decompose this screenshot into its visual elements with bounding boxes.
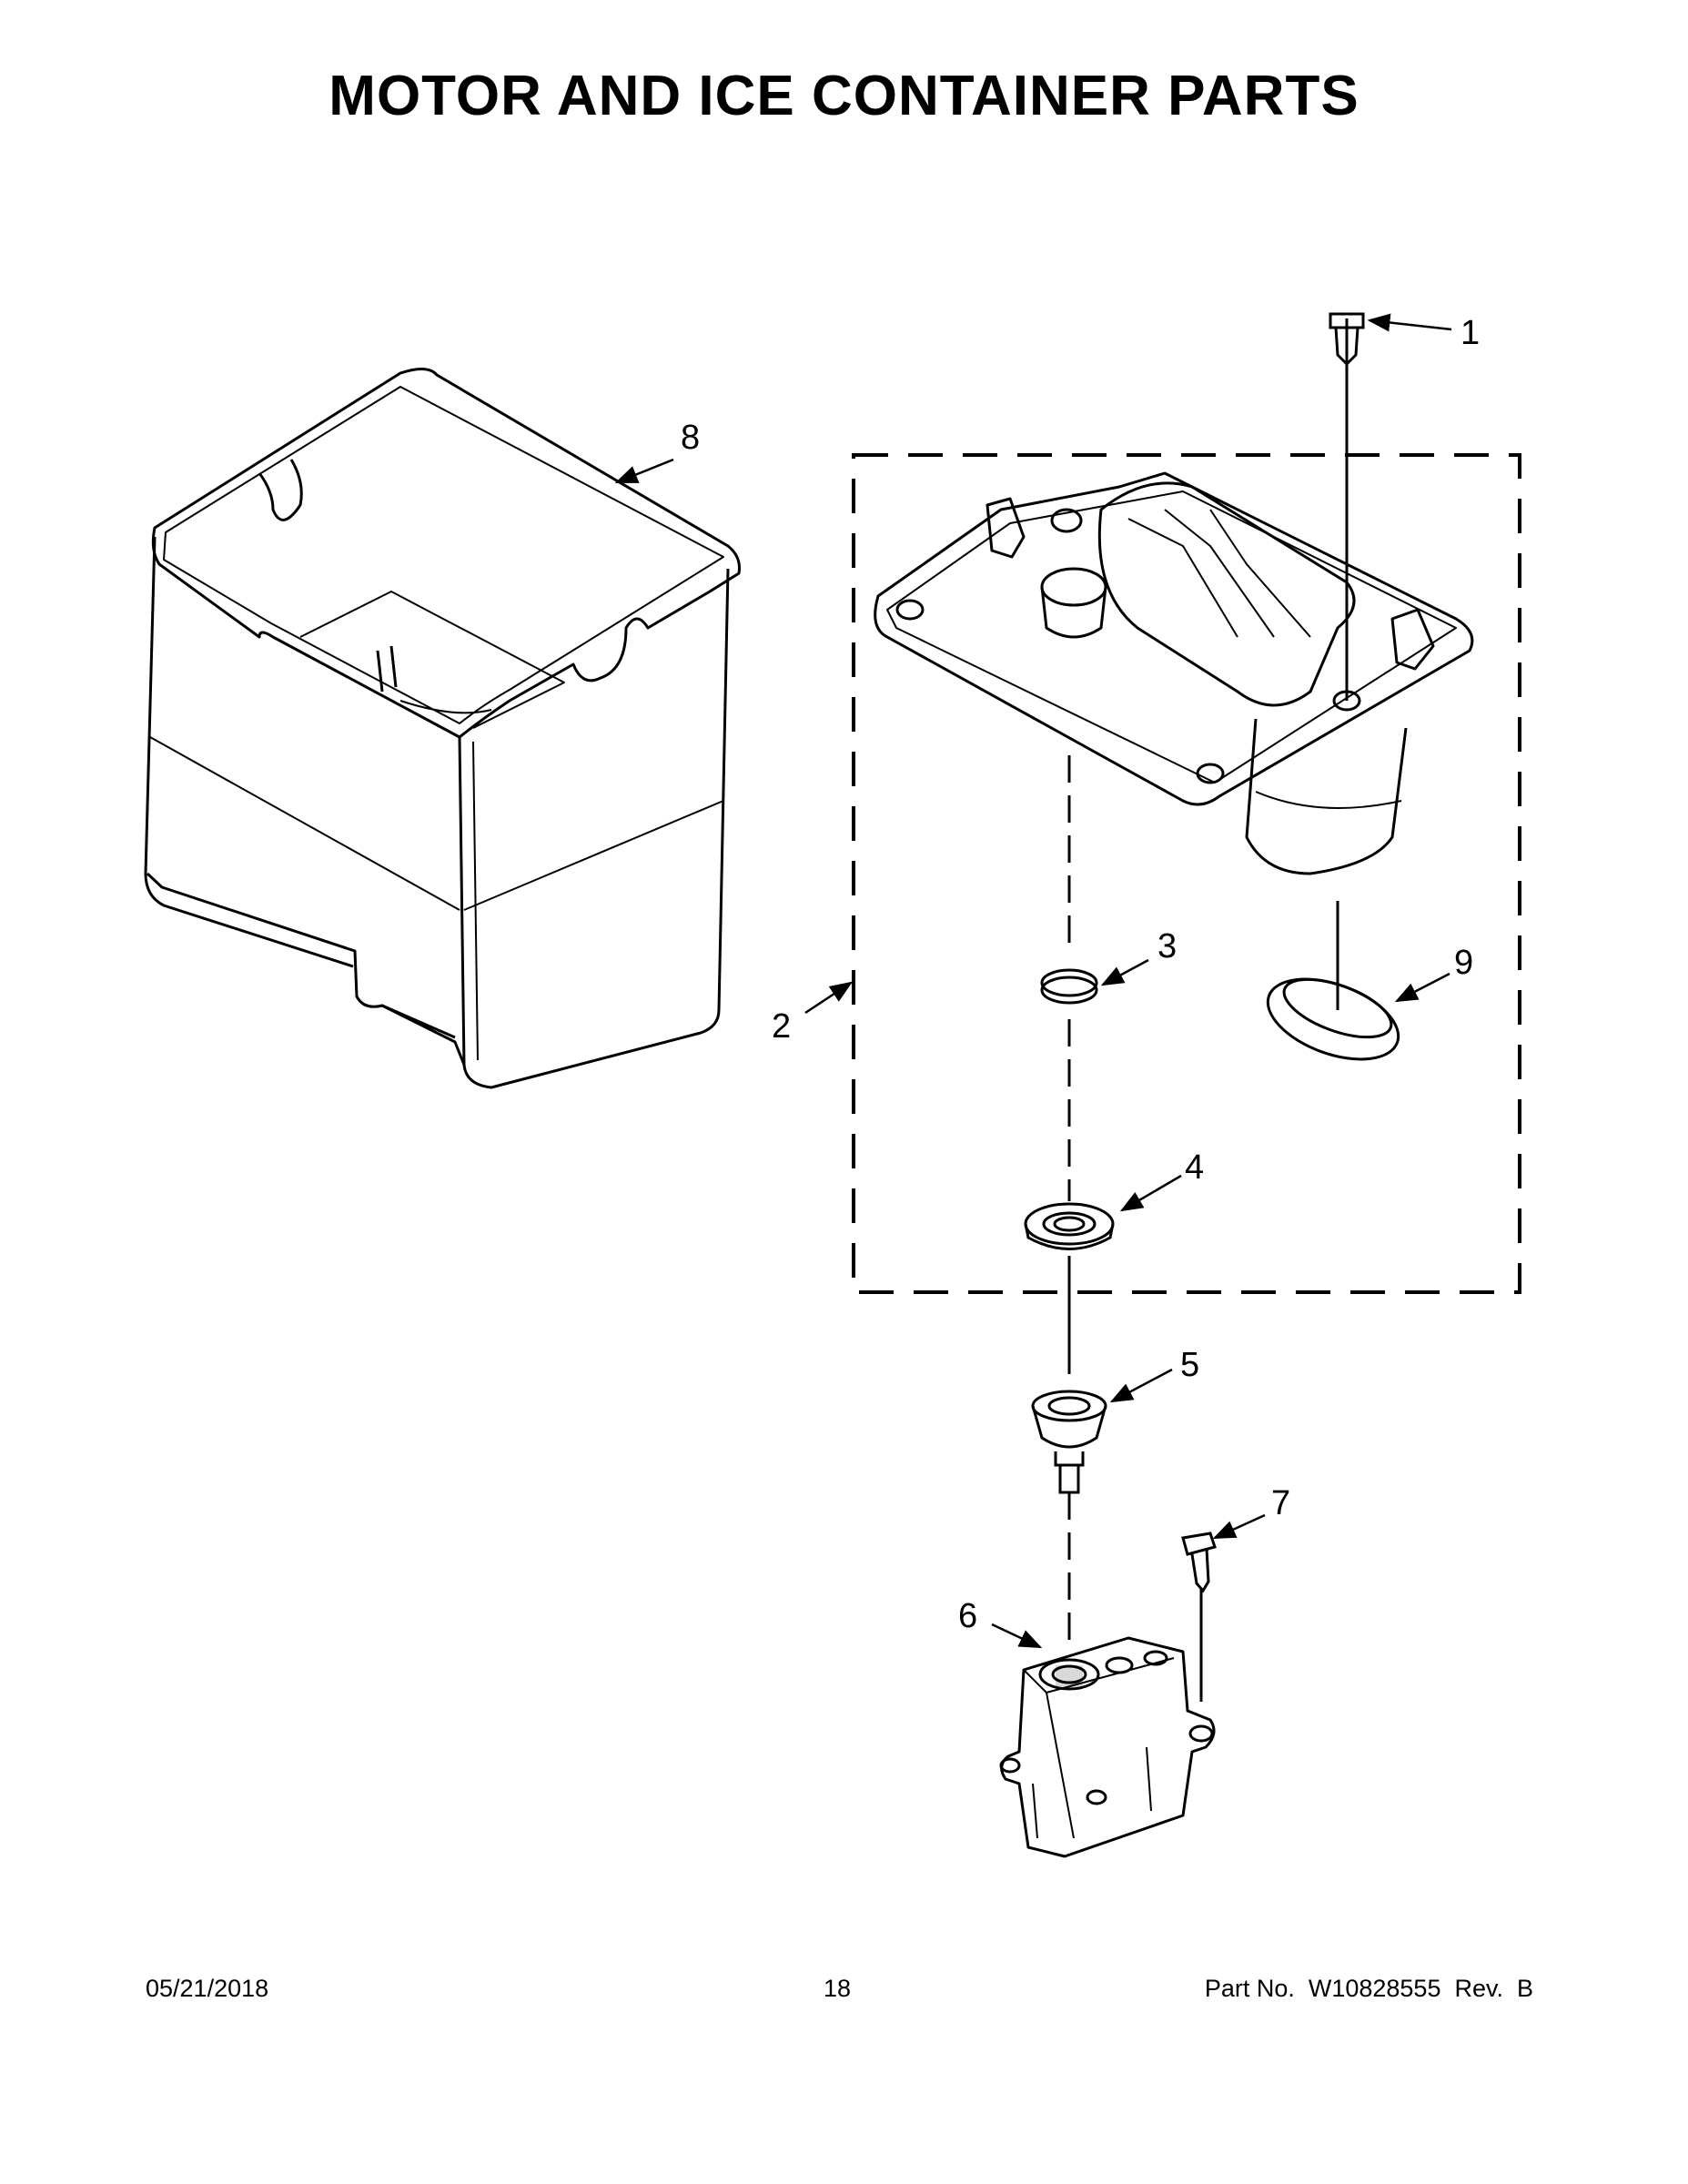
footer-date: 05/21/2018 (146, 1975, 269, 2002)
callout-4: 4 (1185, 1148, 1204, 1187)
screw-1-drawing (1329, 312, 1365, 367)
callout-8: 8 (681, 419, 700, 457)
footer-part-number: Part No. W10828555 Rev. B (1204, 1975, 1533, 2002)
coupler-5-drawing (1031, 1390, 1107, 1494)
ice-container-drawing (144, 368, 741, 1089)
ice-chute-housing-drawing (874, 471, 1474, 875)
callout-5: 5 (1180, 1346, 1199, 1384)
callout-9: 9 (1454, 944, 1473, 982)
exploded-view-lines (1067, 318, 1349, 1702)
callout-6: 6 (958, 1597, 977, 1635)
callout-7: 7 (1271, 1484, 1290, 1522)
assembly-2-boundary (852, 453, 1521, 1294)
callout-2: 2 (772, 1007, 791, 1046)
footer-page-number: 18 (824, 1975, 852, 2002)
page-title: MOTOR AND ICE CONTAINER PARTS (329, 65, 1359, 127)
callout-arrows (614, 313, 1452, 1649)
bearing-4-drawing (1024, 1202, 1115, 1250)
ring-3-drawing (1040, 968, 1098, 1005)
motor-6-drawing (999, 1636, 1216, 1858)
screw-7-drawing (1181, 1532, 1217, 1593)
callout-1: 1 (1461, 314, 1480, 352)
callout-3: 3 (1157, 927, 1177, 966)
oval-seal-9-drawing (1266, 977, 1400, 1061)
